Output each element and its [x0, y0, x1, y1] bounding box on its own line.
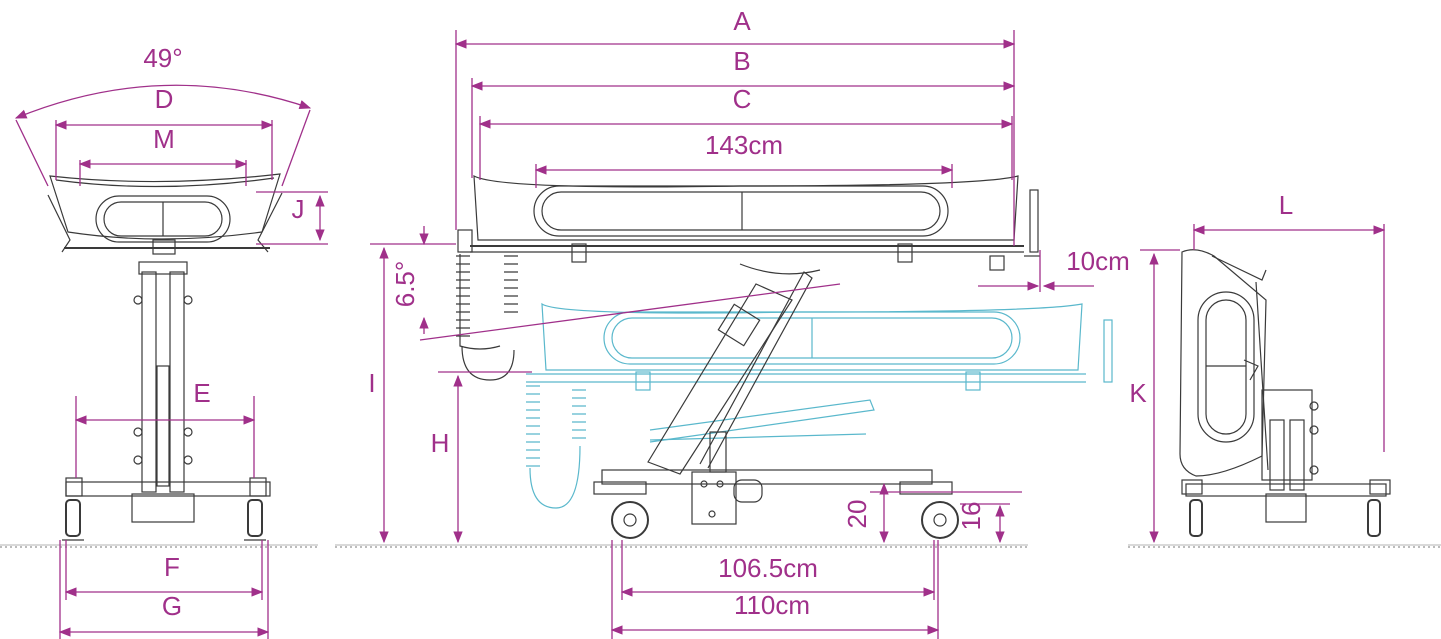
- depth-l-label: L: [1279, 190, 1293, 220]
- side-dimensions: [370, 30, 1094, 639]
- tilt-angle-label: 49°: [143, 43, 182, 73]
- base-height-label: 20: [842, 500, 872, 529]
- ground-lines: [0, 544, 1441, 548]
- front-column: [133, 239, 193, 493]
- tilt-angle-side-label: 6.5°: [390, 261, 420, 308]
- rear-column-base: [1181, 389, 1391, 537]
- width-e-label: E: [193, 378, 210, 408]
- front-view: 49° D M J E F G: [14, 43, 328, 639]
- width-f-label: F: [164, 552, 180, 582]
- width-d-label: D: [155, 84, 174, 114]
- caster-height-label: 16: [956, 502, 986, 531]
- length-a-label: A: [733, 6, 751, 36]
- footrest-offset-label: 10cm: [1066, 246, 1130, 276]
- front-base: [62, 477, 271, 541]
- rear-stretcher-tilted: [1179, 249, 1269, 477]
- side-column-base: [593, 263, 959, 539]
- base-length-label: 110cm: [734, 590, 810, 620]
- rail-length-label: 143cm: [705, 130, 783, 160]
- width-m-label: M: [153, 124, 175, 154]
- height-i-label: I: [368, 368, 375, 398]
- rear-view: L K: [1129, 190, 1391, 544]
- height-k-label: K: [1129, 378, 1147, 408]
- side-stretcher-lowered: [526, 302, 1113, 509]
- length-b-label: B: [733, 46, 750, 76]
- height-j-label: J: [292, 194, 305, 224]
- side-view: A B C 143cm 10cm 6.5° I H 20 16 106.5cm …: [368, 6, 1130, 639]
- height-h-label: H: [431, 428, 450, 458]
- wheelbase-label: 106.5cm: [718, 553, 818, 583]
- length-c-label: C: [733, 84, 752, 114]
- side-stretcher-raised: [456, 174, 1040, 381]
- front-dimensions: [14, 84, 328, 639]
- width-g-label: G: [162, 591, 182, 621]
- rear-dimensions: [1140, 224, 1386, 544]
